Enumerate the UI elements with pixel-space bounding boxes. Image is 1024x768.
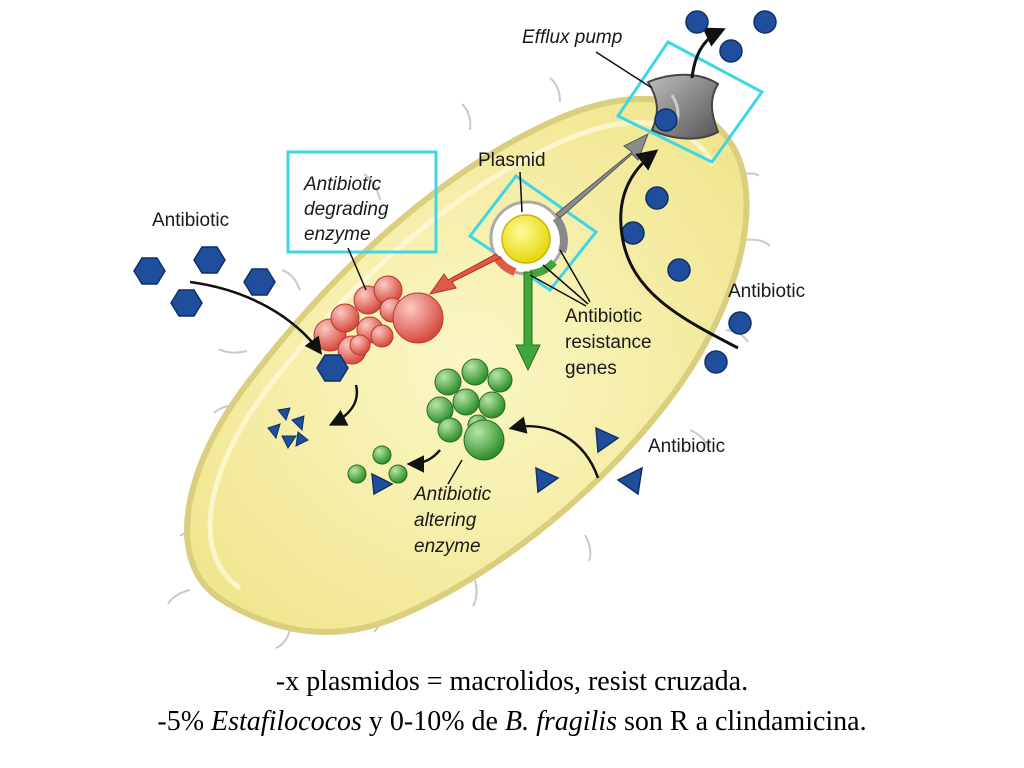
efflux-pump-label: Efflux pump (522, 27, 622, 48)
antibiotic-hexagon (170, 289, 203, 317)
antibiotic-label-right: Antibiotic (728, 281, 805, 302)
caption-line-2-suffix: son R a clindamicina. (617, 706, 867, 737)
antibiotic-circle (719, 39, 743, 63)
caption-b-fragilis: B. fragilis (504, 706, 617, 737)
resistance-genes-label-line: resistance (565, 332, 652, 353)
caption-staphylococci: Estafilococos (211, 706, 362, 737)
arrow-to-efflux-pump (555, 132, 649, 219)
antibiotic-triangle (616, 466, 643, 496)
antibiotic-triangle (595, 426, 620, 454)
antibiotic-circle (728, 311, 752, 335)
efflux-arrow (690, 27, 726, 79)
resistance-genes-label-line: Antibiotic (565, 306, 642, 327)
antibiotic-hexagon (193, 246, 226, 274)
plasmid (489, 171, 568, 278)
resistance-genes-label: Antibiotic resistance genes (565, 306, 652, 379)
degrading-enzyme-label-line: Antibiotic (303, 174, 382, 195)
antibiotic-label-lower-right: Antibiotic (648, 436, 725, 457)
plasmid-leader (519, 171, 523, 213)
alteration-arrow (406, 449, 441, 473)
altering-enzyme-label-line: enzyme (414, 536, 481, 557)
antibiotic-efflux-route-arrow (619, 149, 739, 350)
antibiotic-circle (667, 258, 691, 282)
highlight-boxes (286, 40, 765, 293)
antibiotic-entry-arrow-right (508, 416, 600, 479)
altering-enzyme (426, 358, 513, 461)
plasmid-label: Plasmid (478, 150, 546, 171)
degrading-enzyme (313, 275, 444, 365)
degrading-enzyme-leader (347, 247, 367, 291)
degradation-arrow (328, 384, 359, 426)
antibiotic-circle (645, 186, 669, 210)
altered-antibiotic (347, 445, 408, 484)
caption-line-1: -x plasmidos = macrolidos, resist cruzad… (275, 666, 749, 697)
altering-enzyme-label-line: altering (414, 510, 477, 531)
degrading-enzyme-highlight (286, 150, 438, 254)
degrading-enzyme-label-line: degrading (304, 199, 389, 220)
gene-expression-arrows (428, 132, 649, 372)
antibiotic-molecules-left (133, 246, 349, 382)
arrow-to-degrading-enzyme (428, 253, 501, 295)
efflux-pump-leader (595, 51, 653, 89)
degrading-enzyme-label: Antibiotic degrading enzyme (303, 174, 389, 245)
antibiotic-hexagon (133, 257, 166, 285)
antibiotic-circle (621, 221, 645, 245)
altering-enzyme-leader (447, 459, 463, 485)
antibiotic-label-left: Antibiotic (152, 210, 229, 231)
resistance-genes-label-line: genes (565, 358, 617, 379)
plasmid-highlight (467, 173, 599, 293)
antibiotic-hexagon (243, 268, 276, 296)
altering-enzyme-label: Antibiotic altering enzyme (413, 484, 492, 557)
antibiotic-molecules-right (621, 10, 777, 374)
antibiotic-triangle (371, 472, 394, 496)
antibiotic-molecules-lower-right (371, 426, 643, 496)
caption-line-2-mid: y 0-10% de (361, 706, 505, 737)
resistance-genes-leaders (529, 249, 591, 307)
antibiotic-circle (704, 350, 728, 374)
antibiotic-triangle (535, 466, 560, 494)
plasmid-core (501, 214, 551, 264)
pili (167, 77, 771, 649)
antibiotic-entry-arrow-left (189, 280, 323, 355)
caption-line-2-prefix: -5% (157, 706, 212, 737)
altering-enzyme-label-line: Antibiotic (413, 484, 492, 505)
degrading-enzyme-label-line: enzyme (304, 224, 371, 245)
antibiotic-circle (654, 108, 678, 132)
antibiotic-circle (685, 10, 709, 34)
efflux-pump-highlight (615, 40, 765, 164)
arrow-to-altering-enzyme (515, 271, 541, 372)
caption-line-2: -5% Estafilococos y 0-10% de B. fragilis… (0, 706, 1024, 738)
antibiotic-hexagon (316, 354, 349, 382)
antibiotic-circle (753, 10, 777, 34)
degraded-antibiotic (267, 407, 309, 449)
